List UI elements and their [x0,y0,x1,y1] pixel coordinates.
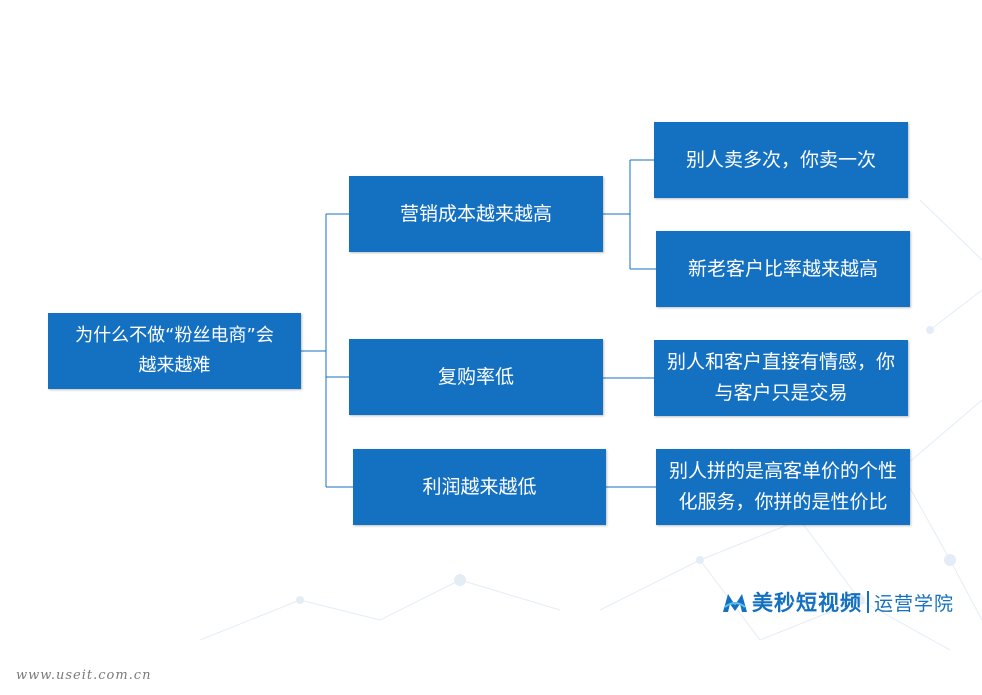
brand-logo-icon [723,594,747,612]
root-node: 为什么不做“粉丝电商”会 越来越难 [48,313,301,389]
brand-logo-block: 美秒短视频 运营学院 [722,587,954,617]
leaf-node-service-vs-price: 别人拼的是高客单价的个性 化服务，你拼的是性价比 [656,449,910,525]
leaf-node-line1: 新老客户比率越来越高 [687,257,878,280]
site-watermark: www.useit.com.cn [16,668,152,683]
leaf-node-line1: 别人拼的是高客单价的个性 [668,460,897,482]
branch-node-label: 营销成本越来越高 [399,202,552,225]
branch-node-repurchase-rate: 复购率低 [349,339,603,415]
root-node-line2: 越来越难 [138,355,211,376]
leaf-node-line2: 与客户只是交易 [714,382,848,404]
connector-root-branches [301,213,353,488]
leaf-node-line1: 别人卖多次，你卖一次 [685,148,876,171]
leaf-node-customer-ratio: 新老客户比率越来越高 [656,231,910,307]
leaf-node-sell-once: 别人卖多次，你卖一次 [654,122,908,198]
leaf-node-line2: 化服务，你拼的是性价比 [678,491,888,513]
brand-subtitle: 运营学院 [874,592,955,615]
brand-divider [867,591,869,613]
leaf-node-line1: 别人和客户直接有情感，你 [666,351,895,373]
brand-name: 美秒短视频 [752,591,862,615]
leaf-node-emotion-vs-trade: 别人和客户直接有情感，你 与客户只是交易 [654,340,908,416]
branch-node-label: 复购率低 [437,365,514,388]
root-node-line1: 为什么不做“粉丝电商”会 [75,325,274,346]
branch-node-marketing-cost: 营销成本越来越高 [349,176,603,252]
branch-node-label: 利润越来越低 [422,475,537,498]
connector-branch1-leaves [603,159,656,270]
branch-node-profit: 利润越来越低 [353,449,606,525]
